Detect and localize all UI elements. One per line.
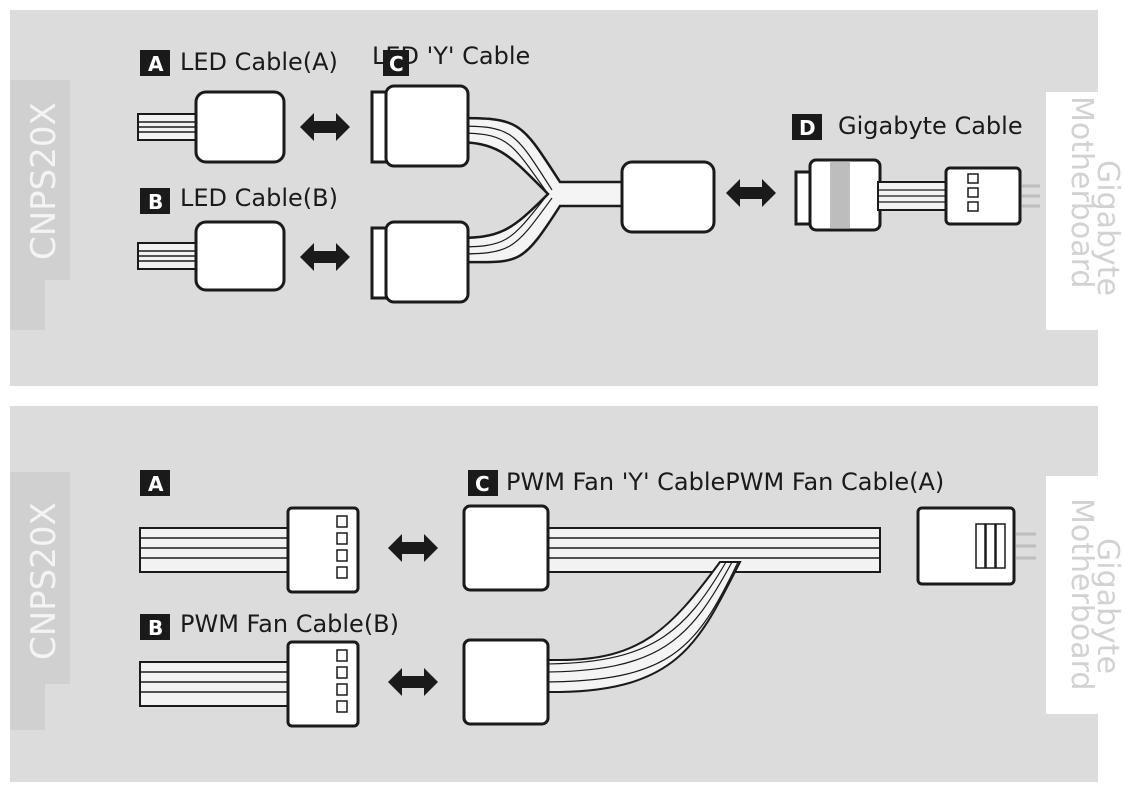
label-pwm-a: A <box>140 470 170 496</box>
svg-text:A: A <box>148 472 164 496</box>
svg-text:LED Cable(A): LED Cable(A) <box>180 48 338 76</box>
cooler-silhouette <box>10 80 70 330</box>
connector-icon <box>384 84 470 168</box>
panel-pwm: CNPS20X Motherboard Gigabyte <box>10 406 1123 782</box>
motherboard-block <box>1046 476 1106 714</box>
pwm-cable-b <box>139 640 360 728</box>
connector-icon <box>462 504 550 592</box>
svg-text:C: C <box>475 472 490 496</box>
connector-icon <box>286 506 360 594</box>
panel-led: CNPS20X Motherboard Gigabyte <box>10 10 1123 386</box>
connector-icon <box>620 160 716 234</box>
left-device-label: CNPS20X <box>24 102 64 260</box>
svg-text:D: D <box>799 116 816 140</box>
svg-text:A: A <box>148 52 164 76</box>
right-device-label-1: Motherboard <box>1064 96 1099 288</box>
connector-icon <box>944 166 1022 226</box>
pwm-y-cable <box>462 504 1036 726</box>
cooler-silhouette <box>10 472 70 730</box>
pwm-cable-a <box>139 506 360 594</box>
connector-icon <box>384 220 470 304</box>
svg-text:B: B <box>148 616 163 640</box>
connector-icon <box>286 640 360 728</box>
connector-icon <box>194 220 286 292</box>
svg-text:PWM Fan 'Y' CablePWM Fan Cable: PWM Fan 'Y' CablePWM Fan Cable(A) <box>506 468 944 496</box>
label-led-a: A LED Cable(A) <box>140 48 338 76</box>
svg-text:LED Cable(B): LED Cable(B) <box>180 184 338 212</box>
right-device-label-0: Gigabyte <box>1090 160 1123 296</box>
led-cable-b <box>137 220 286 292</box>
connector-icon <box>916 506 1016 586</box>
led-cable-a <box>137 90 286 164</box>
label-pwm-y: C PWM Fan 'Y' CablePWM Fan Cable(A) <box>468 468 944 496</box>
right-device-label-0: Gigabyte <box>1090 538 1123 674</box>
right-device-label-1: Motherboard <box>1064 498 1099 690</box>
label-led-b: B LED Cable(B) <box>140 184 338 214</box>
connector-icon <box>194 90 286 164</box>
label-gigabyte: D Gigabyte Cable <box>792 112 1023 140</box>
svg-text:Gigabyte Cable: Gigabyte Cable <box>838 112 1023 140</box>
svg-text:C: C <box>389 52 404 76</box>
led-y-cable <box>370 84 716 304</box>
label-led-y: LED 'Y' Cable C <box>372 42 530 76</box>
motherboard-block <box>1046 92 1106 330</box>
gigabyte-cable <box>794 158 1040 232</box>
left-device-label: CNPS20X <box>24 502 64 660</box>
label-pwm-b: B PWM Fan Cable(B) <box>140 610 399 640</box>
svg-text:PWM Fan Cable(B): PWM Fan Cable(B) <box>180 610 399 638</box>
connector-icon <box>462 638 550 726</box>
svg-text:B: B <box>148 190 163 214</box>
